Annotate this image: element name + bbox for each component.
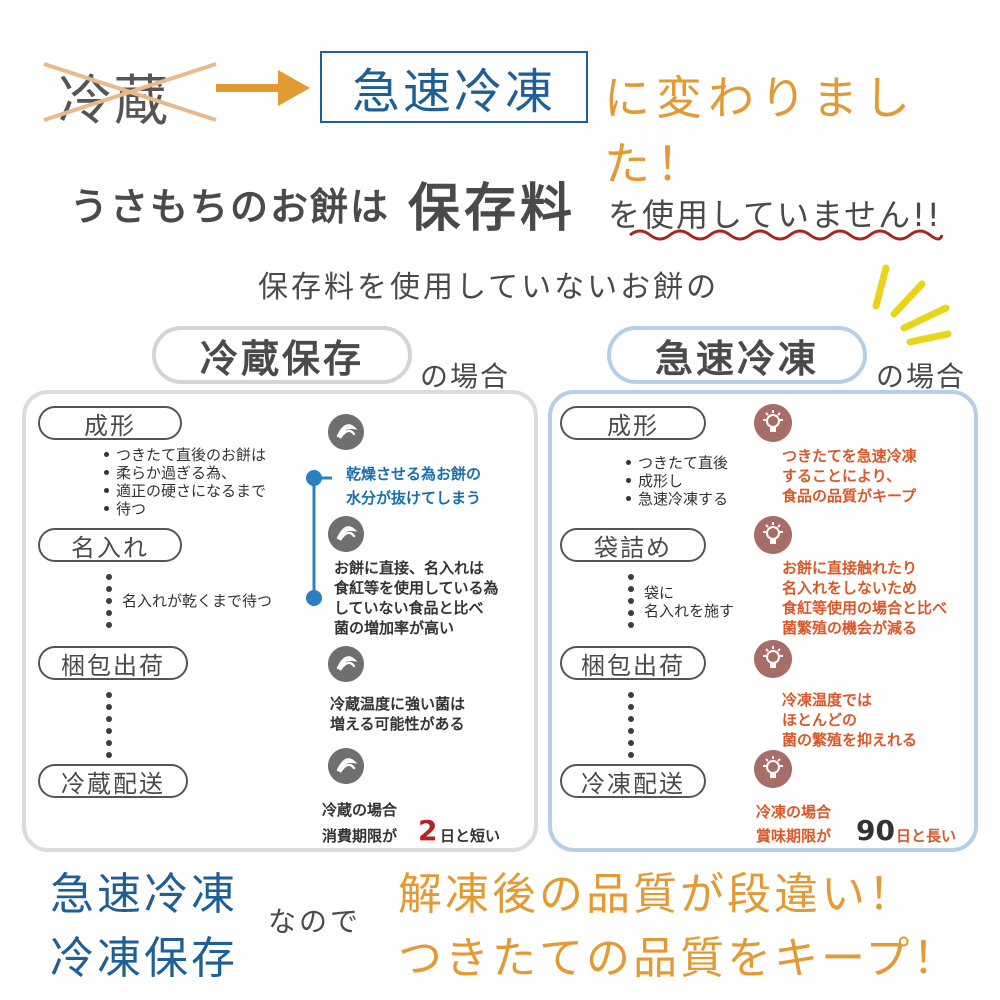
left-dots-1 xyxy=(106,574,112,634)
right-expiry-number: 90 xyxy=(856,814,895,847)
right-step-delivery: 冷凍配送 xyxy=(560,764,706,798)
arrow-right-icon xyxy=(216,70,310,106)
lightbulb-icon xyxy=(754,516,792,554)
bottom-left-line2: 冷凍保存 xyxy=(50,933,238,984)
subheading: 保存料を使用していないお餅の xyxy=(258,270,720,305)
bottom-left-line1: 急速冷凍 xyxy=(50,869,238,920)
mochi-swirl-icon xyxy=(328,646,364,682)
right-forming-note: つきたて直後 成形し 急速冷凍する xyxy=(626,454,728,508)
touch-benefit-text: お餅に直接触れたり 名入れをしないため 食紅等使用の場合と比べ 菌繁殖の機会が減… xyxy=(782,559,948,637)
cold-issue-text: 冷蔵温度に強い菌は 増える可能性がある xyxy=(330,695,466,733)
right-dots-1 xyxy=(628,574,634,634)
left-expiry-label: 消費期限が xyxy=(322,827,398,845)
dry-timeline-connector xyxy=(306,470,332,606)
highlight-rays-icon xyxy=(872,264,952,346)
left-expiry-suffix: 日と短い xyxy=(440,827,501,845)
lightbulb-icon xyxy=(754,404,792,442)
wavy-underline xyxy=(629,229,944,241)
left-dots-2 xyxy=(106,692,112,764)
new-method-text: 急速冷凍 xyxy=(351,64,556,120)
statement-tail: を使用していません!! xyxy=(608,196,942,234)
left-step-shipping: 梱包出荷 xyxy=(38,646,188,680)
changed-text: に変わりました！ xyxy=(604,71,916,191)
bottom-connector: なので xyxy=(268,905,362,938)
mochi-swirl-icon xyxy=(328,516,364,552)
refrigerated-suffix: の場合 xyxy=(420,360,511,393)
mochi-swirl-icon xyxy=(328,748,364,784)
left-expiry-number: 2 xyxy=(418,814,438,847)
dry-issue-text: 乾燥させる為お餅の 水分が抜けてしまう xyxy=(346,465,482,507)
direct-issue-text: お餅に直接、名入れは 食紅等を使用している為 していない食品と比べ 菌の増加率が… xyxy=(334,559,499,637)
right-expiry-label: 賞味期限が xyxy=(756,827,832,845)
right-bagging-note: 袋に 名入れを施す xyxy=(644,584,735,620)
right-expiry-prefix: 冷凍の場合 xyxy=(756,803,832,821)
right-step-shipping: 梱包出荷 xyxy=(560,646,706,680)
statement-keyword: 保存料 xyxy=(408,179,577,239)
freeze-benefit-text: つきたてを急速冷凍 することにより、 食品の品質がキープ xyxy=(782,447,917,505)
left-expiry-prefix: 冷蔵の場合 xyxy=(322,801,398,819)
refrigerated-title: 冷蔵保存 xyxy=(152,326,412,384)
mochi-swirl-icon xyxy=(328,414,364,450)
strike-through-x xyxy=(43,62,217,122)
left-step-naming: 名入れ xyxy=(38,528,182,562)
temp-benefit-text: 冷凍温度では ほとんどの 菌の繁殖を抑えれる xyxy=(782,691,918,749)
statement-lead: うさもちのお餅は xyxy=(70,185,391,229)
left-forming-note: つきたて直後のお餅は 柔らか過ぎる為、 適正の硬さになるまで 待つ xyxy=(104,446,266,518)
left-step-delivery: 冷蔵配送 xyxy=(38,764,188,798)
left-step-forming: 成形 xyxy=(38,406,182,440)
new-method-box: 急速冷凍 xyxy=(320,51,588,123)
frozen-suffix: の場合 xyxy=(876,360,967,393)
left-naming-note: 名入れが乾くまで待つ xyxy=(122,592,273,610)
frozen-title: 急速冷凍 xyxy=(607,326,867,384)
lightbulb-icon xyxy=(754,640,792,678)
lightbulb-icon xyxy=(754,750,792,788)
bottom-right-line2: つきたての品質をキープ！ xyxy=(398,933,960,984)
right-step-bagging: 袋詰め xyxy=(560,528,706,562)
right-step-forming: 成形 xyxy=(560,406,706,440)
right-expiry-suffix: 日と長い xyxy=(896,827,957,845)
bottom-right-line1: 解凍後の品質が段違い！ xyxy=(398,869,915,920)
right-dots-2 xyxy=(628,692,634,764)
